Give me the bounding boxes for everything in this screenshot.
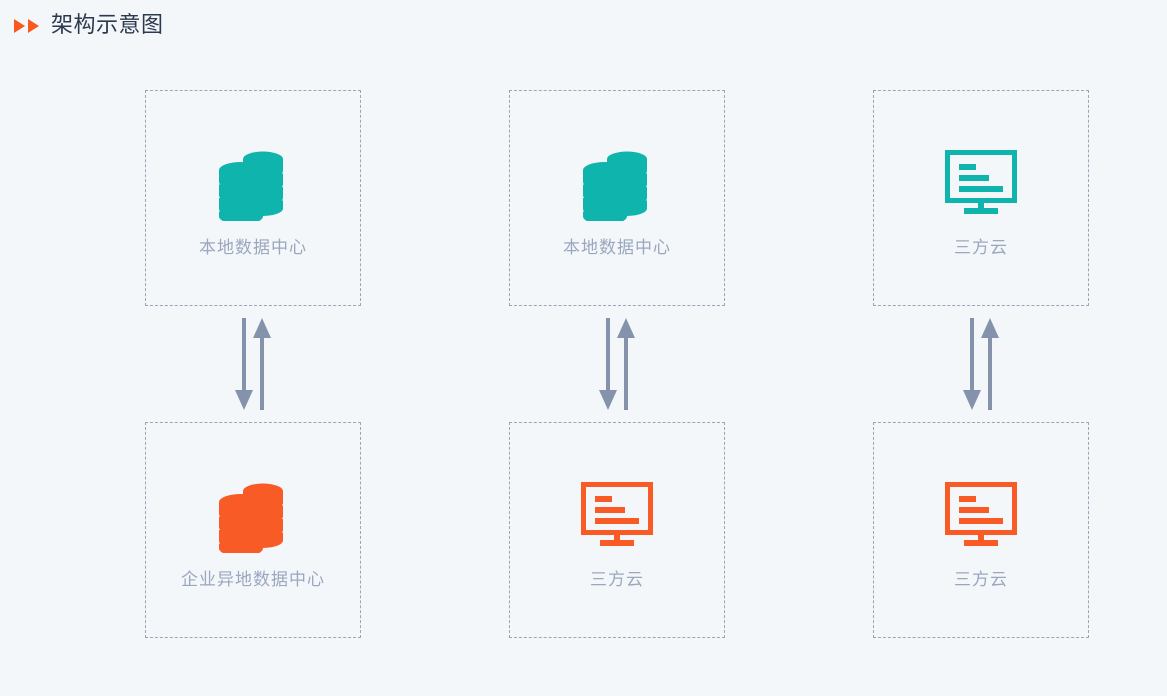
bidirectional-arrows-icon: [145, 306, 361, 422]
database-stack-icon: [215, 137, 291, 229]
database-stack-icon: [215, 469, 291, 561]
node-box-bottom[interactable]: 三方云: [873, 422, 1089, 638]
monitor-icon: [581, 469, 653, 561]
database-stack-icon: [579, 137, 655, 229]
play-triangle-icon: [14, 19, 25, 33]
diagram-column-3: 三方云: [873, 90, 1091, 641]
node-label: 本地数据中心: [199, 238, 307, 258]
node-label: 三方云: [954, 570, 1008, 590]
monitor-icon: [945, 469, 1017, 561]
node-label: 三方云: [954, 238, 1008, 258]
node-box-bottom[interactable]: 企业异地数据中心: [145, 422, 361, 638]
node-box-bottom[interactable]: 三方云: [509, 422, 725, 638]
title-bullet-arrows: [14, 19, 42, 33]
diagram-column-2: 本地数据中心: [509, 90, 727, 641]
node-label: 本地数据中心: [563, 238, 671, 258]
page-title: 架构示意图: [14, 10, 164, 42]
node-label: 三方云: [590, 570, 644, 590]
monitor-icon: [945, 137, 1017, 229]
diagram-column-1: 本地数据中心: [145, 90, 363, 641]
node-box-top[interactable]: 三方云: [873, 90, 1089, 306]
bidirectional-arrows-icon: [873, 306, 1089, 422]
page-title-text: 架构示意图: [51, 13, 164, 38]
bidirectional-arrows-icon: [509, 306, 725, 422]
node-box-top[interactable]: 本地数据中心: [509, 90, 725, 306]
node-box-top[interactable]: 本地数据中心: [145, 90, 361, 306]
node-label: 企业异地数据中心: [181, 570, 325, 590]
play-triangle-icon: [28, 19, 39, 33]
